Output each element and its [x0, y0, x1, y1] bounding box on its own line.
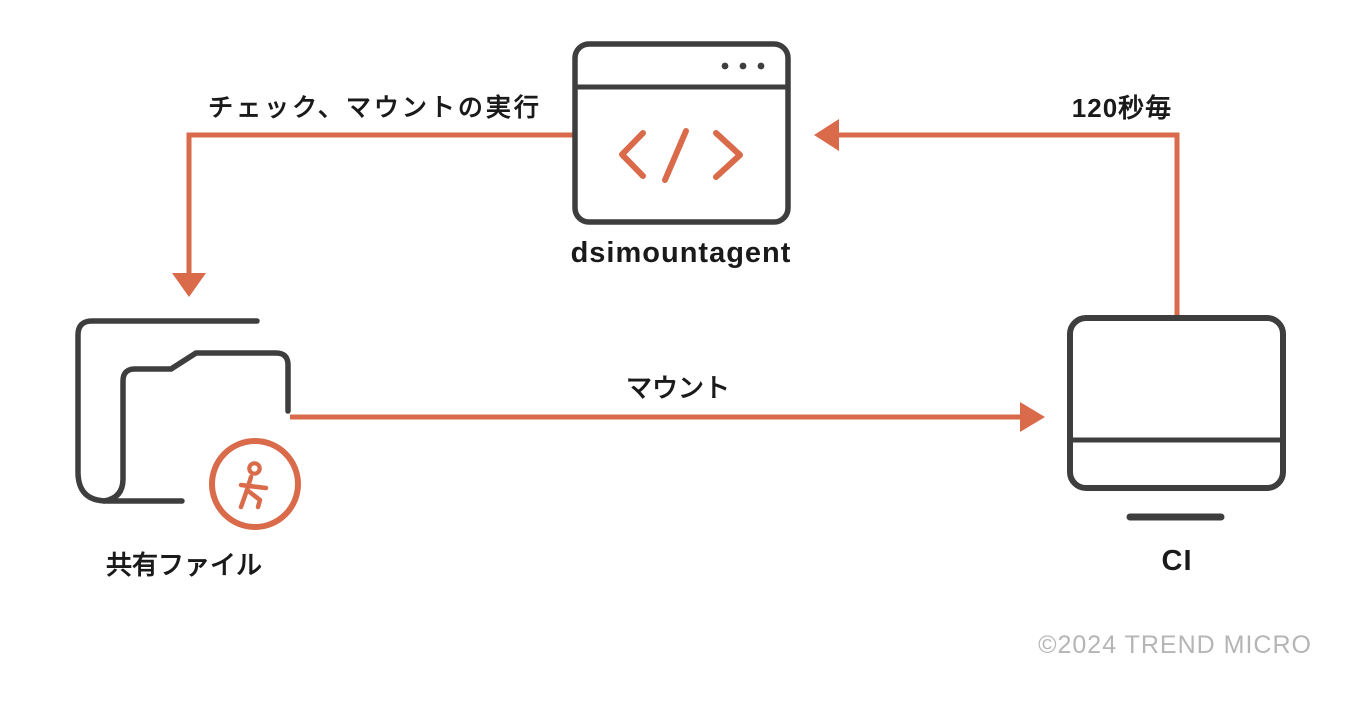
- copyright-text: ©2024 TREND MICRO: [1038, 631, 1312, 659]
- window-dots-icon: [721, 62, 765, 70]
- edge-label-mount: マウント: [625, 373, 730, 403]
- mount-arrow: [290, 402, 1045, 432]
- ci-monitor-icon: [1067, 315, 1286, 521]
- user-badge-icon: [209, 438, 301, 530]
- node-label-dsimountagent: dsimountagent: [570, 237, 792, 269]
- node-label-ci: CI: [1161, 545, 1193, 577]
- code-window-icon: [572, 41, 791, 225]
- interval-arrow: [814, 119, 1180, 318]
- code-brackets-icon: [619, 128, 743, 183]
- edge-label-check-mount: チェック、マウントの実行: [208, 94, 542, 122]
- node-label-shared-file: 共有ファイル: [105, 550, 262, 580]
- check-mount-arrow: [172, 132, 575, 297]
- edge-label-interval: 120秒毎: [1071, 93, 1173, 123]
- shared-file-folder-icon: [75, 318, 301, 530]
